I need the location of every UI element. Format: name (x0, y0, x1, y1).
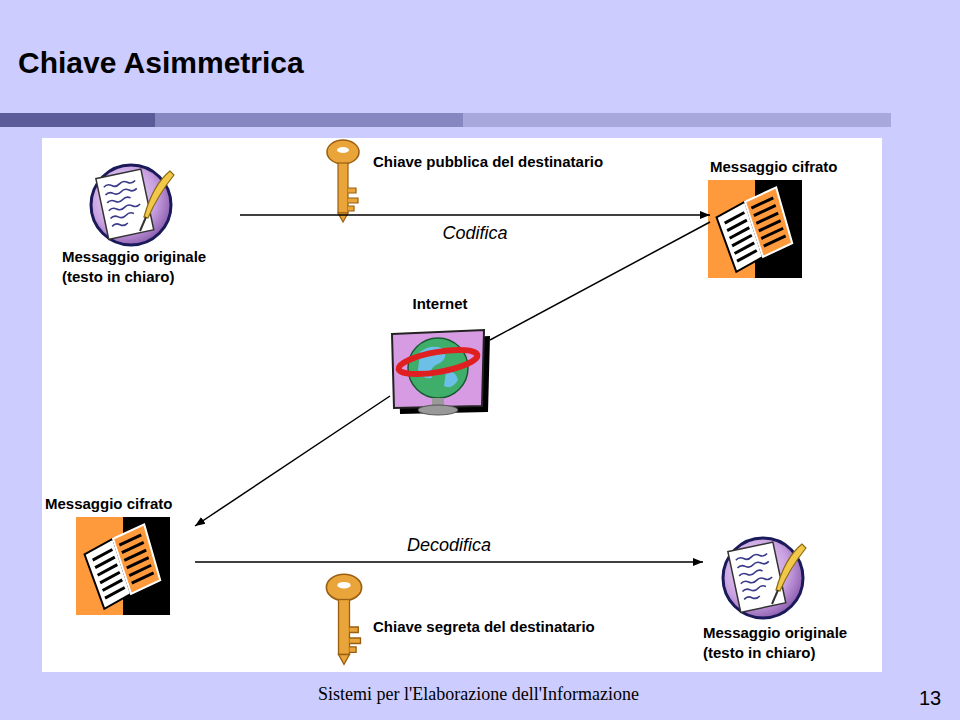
flow-arrow (490, 222, 710, 340)
edge-label: Decodifica (404, 535, 494, 556)
key-label: Chiave pubblica del destinatario (373, 153, 603, 170)
key-label: Chiave segreta del destinatario (373, 618, 595, 635)
book-icon (708, 180, 802, 278)
node-label: Messaggio originale (testo in chiaro) (62, 247, 240, 287)
flow-arrow (195, 396, 390, 526)
key-icon (327, 140, 359, 222)
slide-title: Chiave Asimmetrica (18, 46, 304, 80)
flow-arrow (195, 561, 703, 563)
footer-text: Sistemi per l'Elaborazione dell'Informaz… (318, 684, 639, 705)
key-icon (326, 574, 361, 664)
message-node: Messaggio cifrato (45, 494, 195, 616)
node-label: Internet (390, 294, 490, 314)
message-node: Messaggio cifrato (710, 157, 865, 277)
page-number: 13 (919, 687, 941, 710)
document-icon (91, 165, 174, 245)
document-icon (723, 538, 806, 618)
node-label: Messaggio cifrato (45, 494, 195, 514)
header-bar (155, 113, 463, 127)
node-label: Messaggio cifrato (710, 157, 865, 177)
node-label: Messaggio originale (testo in chiaro) (703, 623, 878, 663)
flow-arrow (240, 214, 710, 216)
edge-label: Codifica (439, 223, 510, 244)
book-icon (76, 517, 170, 615)
header-bar (463, 113, 891, 127)
header-bar (0, 113, 155, 127)
message-node: Internet (390, 294, 490, 436)
message-node: Messaggio originale (testo in chiaro) (703, 537, 878, 663)
message-node: Messaggio originale (testo in chiaro) (62, 165, 240, 287)
diagram-panel (42, 138, 882, 672)
globe-icon (392, 330, 490, 415)
